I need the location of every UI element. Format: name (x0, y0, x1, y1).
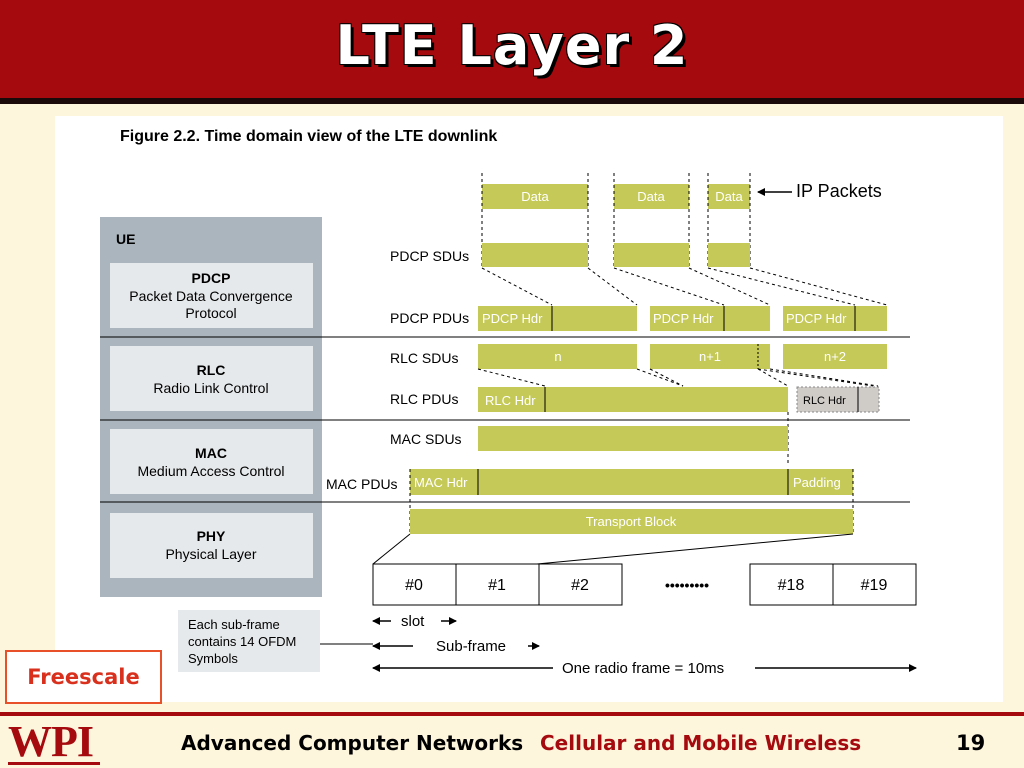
mac-pdu-block (410, 469, 853, 495)
pdcp-mapping-lines (481, 267, 888, 306)
subframe-mapping-line (536, 533, 854, 565)
phy-layer-name: Physical Layer (165, 546, 256, 562)
pdcp-sdu-block (614, 243, 689, 267)
subframe-cell (372, 563, 457, 606)
footer-divider (0, 712, 1024, 716)
subframe-note-box (178, 610, 320, 672)
figure-panel: Figure 2.2. Time domain view of the LTE … (55, 116, 1003, 702)
radio-frame-label: One radio frame = 10ms (562, 660, 724, 677)
wpi-logo-underline (8, 762, 100, 765)
pdcp-sdu-block (708, 243, 750, 267)
row-label-rlc-sdus: RLC SDUs (390, 350, 458, 366)
subframe-note-line1: Each sub-frame (188, 617, 280, 632)
ip-packet-block (614, 184, 689, 209)
rlc-layer-abbr: RLC (197, 362, 226, 378)
rlc-pdu-block (478, 387, 788, 412)
transport-block (410, 509, 853, 534)
transport-block-label: Transport Block (586, 514, 677, 529)
ip-packet-block (708, 184, 750, 209)
rlc-sdu-label: n+2 (824, 349, 846, 364)
rlc-sdu-label: n+1 (699, 349, 721, 364)
subframe-ellipsis: ••••••••• (665, 577, 709, 593)
row-label-pdcp-pdus: PDCP PDUs (390, 310, 469, 326)
subframe-duration-label: Sub-frame (436, 638, 506, 655)
rlc-sdu-block (650, 344, 770, 369)
pdcp-hdr-label: PDCP Hdr (482, 311, 543, 326)
rlc-layer-name: Radio Link Control (153, 380, 268, 396)
row-label-mac-pdus: MAC PDUs (326, 476, 398, 492)
figure-caption: Figure 2.2. Time domain view of the LTE … (120, 128, 497, 145)
lte-downlink-diagram: Figure 2.2. Time domain view of the LTE … (100, 128, 917, 677)
mac-layer-box (110, 429, 313, 494)
rlc-sdu-block (478, 344, 637, 369)
padding-label: Padding (793, 475, 841, 490)
phy-layer-box (110, 513, 313, 578)
source-label: Freescale (5, 650, 162, 704)
phy-layer-abbr: PHY (197, 528, 226, 544)
subframe-note-line3: Symbols (188, 651, 238, 666)
title-bar (0, 0, 1024, 104)
pdcp-layer-name-line1: Packet Data Convergence (129, 288, 293, 304)
subframe-label: #0 (405, 577, 423, 594)
footer-course-title: Advanced Computer Networks (181, 731, 524, 755)
ue-label: UE (116, 231, 135, 247)
mac-layer-name: Medium Access Control (137, 463, 284, 479)
pdcp-pdu-block (478, 306, 637, 331)
subframe-label: #18 (778, 577, 805, 594)
pdcp-hdr-label: PDCP Hdr (786, 311, 847, 326)
next-rlc-pdu-block (796, 386, 880, 413)
pdcp-layer-box (110, 263, 313, 328)
mac-sdu-block (478, 426, 788, 451)
rlc-hdr-label: RLC Hdr (485, 393, 536, 408)
pdcp-hdr-label: PDCP Hdr (653, 311, 714, 326)
row-label-rlc-pdus: RLC PDUs (390, 391, 458, 407)
rlc-sdu-block (783, 344, 887, 369)
subframe-cell (749, 563, 834, 606)
ip-packet-data-label: Data (637, 189, 665, 204)
wpi-logo: WPI (8, 717, 94, 766)
slide-title: LTE Layer 2 (335, 14, 689, 77)
rlc-mapping-lines (477, 368, 879, 387)
next-rlc-hdr-label: RLC Hdr (803, 395, 846, 407)
subframe-note-line2: contains 14 OFDM (188, 634, 296, 649)
subframe-label: #19 (861, 577, 888, 594)
slot-label: slot (401, 613, 425, 630)
subframe-cell (455, 563, 540, 606)
ip-packet-block (482, 184, 588, 209)
subframe-cell (832, 563, 917, 606)
footer-topic: Cellular and Mobile Wireless (540, 731, 862, 755)
rlc-sdu-label: n (554, 349, 561, 364)
pdcp-sdu-block (482, 243, 588, 267)
subframe-label: #1 (488, 577, 506, 594)
subframe-label: #2 (571, 577, 589, 594)
pdcp-layer-abbr: PDCP (192, 270, 231, 286)
ip-packet-data-label: Data (715, 189, 743, 204)
rlc-layer-box (110, 346, 313, 411)
ip-packet-data-label: Data (521, 189, 549, 204)
ip-packets-label: IP Packets (796, 181, 882, 201)
pdcp-layer-name-line2: Protocol (185, 305, 236, 321)
mac-layer-abbr: MAC (195, 445, 227, 461)
row-label-pdcp-sdus: PDCP SDUs (390, 248, 469, 264)
subframe-mapping-line (372, 533, 411, 565)
pdcp-pdu-block (650, 306, 770, 331)
subframe-cell (538, 563, 623, 606)
pdcp-pdu-block (783, 306, 887, 331)
mac-hdr-label: MAC Hdr (414, 475, 468, 490)
page-number: 19 (956, 731, 986, 755)
row-label-mac-sdus: MAC SDUs (390, 431, 462, 447)
